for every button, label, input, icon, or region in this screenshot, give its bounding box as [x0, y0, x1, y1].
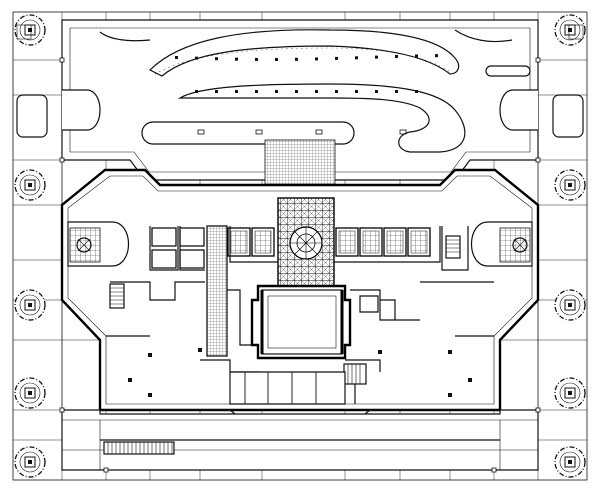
- tree-icon: [554, 446, 586, 478]
- tree-icon: [14, 289, 46, 321]
- upper-plaza: [61, 19, 539, 199]
- escalator-icon: [67, 221, 533, 267]
- tree-icon: [14, 446, 46, 478]
- central-court: [250, 284, 352, 360]
- west-corridor: [206, 225, 228, 357]
- lower-arcade: [61, 409, 539, 471]
- tree-icon: [554, 289, 586, 321]
- rail-posts: [175, 54, 438, 93]
- tree-icon: [554, 169, 586, 201]
- plaza-bench: [141, 121, 355, 145]
- perimeter-columns: [59, 57, 541, 473]
- side-planters: [16, 24, 584, 138]
- tree-icon: [14, 377, 46, 409]
- shop-bays: [151, 227, 431, 269]
- curved-ramp: [148, 29, 460, 77]
- atrium-entry: [277, 197, 335, 287]
- tree-icon: [554, 377, 586, 409]
- tree-icon: [14, 169, 46, 201]
- structural-columns: [128, 348, 472, 397]
- drive-loop: [177, 83, 466, 153]
- tree-icon: [554, 14, 586, 46]
- tree-icon: [14, 14, 46, 46]
